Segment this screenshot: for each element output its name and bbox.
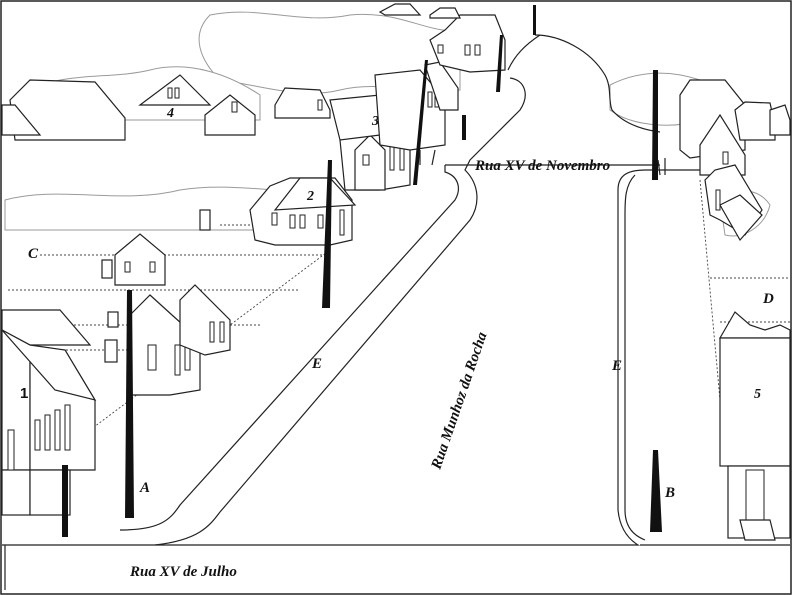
utility-poles	[62, 5, 666, 537]
roads	[2, 34, 790, 590]
building-label-3: 3	[371, 114, 379, 129]
marker-label-c: C	[28, 246, 39, 262]
marker-label-a: A	[139, 480, 150, 496]
houses-upper-left	[1, 3, 506, 151]
building-label-1: 1	[20, 385, 28, 402]
marker-label-d: D	[762, 291, 774, 307]
house-row-left	[114, 233, 231, 396]
building-label-2: 2	[306, 189, 314, 204]
marker-label-e-right: E	[611, 358, 622, 374]
building-5	[718, 311, 791, 541]
building-1	[1, 309, 97, 516]
building-label-5: 5	[754, 387, 761, 402]
houses-upper-right	[679, 79, 791, 242]
street-label-xv-de-julho: Rua XV de Julho	[129, 564, 237, 580]
marker-label-e-left: E	[311, 356, 322, 372]
street-label-xv-de-novembro: Rua XV de Novembro	[474, 158, 610, 174]
building-label-4: 4	[166, 106, 174, 121]
marker-label-b: B	[664, 485, 675, 501]
outbuildings-left	[101, 209, 211, 363]
